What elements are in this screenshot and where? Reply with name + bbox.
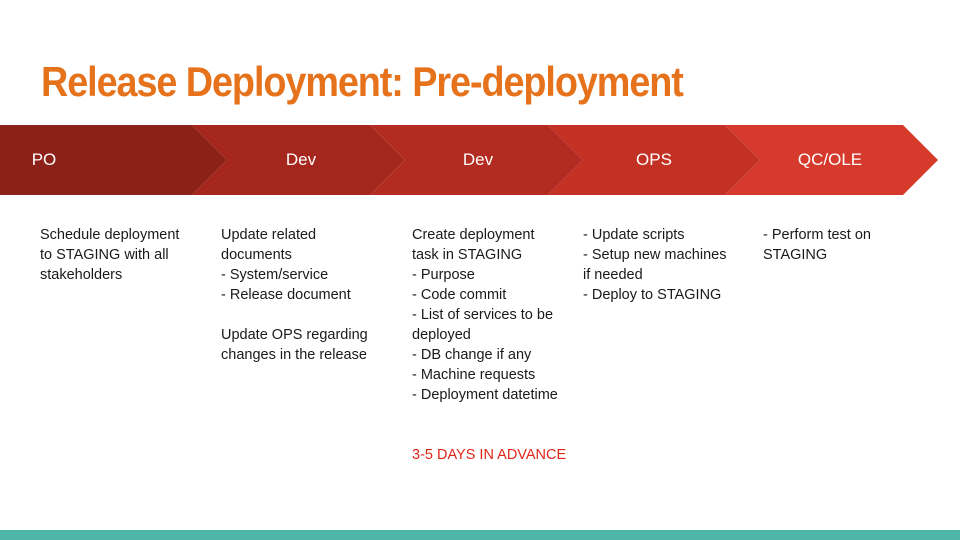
chevron-stage-3: [370, 125, 583, 195]
column-text-line: - System/service: [221, 267, 329, 283]
column-text-line: - Release document: [221, 287, 351, 303]
column-text-line: Create deployment: [412, 227, 535, 243]
stage-label-dev-2: Dev: [462, 150, 494, 169]
column-text-line: stakeholders: [40, 267, 123, 283]
process-chevrons: [0, 125, 938, 195]
chevron-stage-1: [0, 125, 227, 195]
column-text-line: STAGING: [763, 247, 828, 263]
column-text-line: Schedule deployment: [40, 227, 180, 243]
column-dev-task: Create deployment task in STAGING - Purp…: [412, 225, 566, 465]
column-text-line: Update OPS regarding: [221, 327, 368, 343]
column-text-line: - Perform test on: [763, 227, 871, 243]
column-text-line: to STAGING with all: [40, 247, 169, 263]
column-ops: - Update scripts - Setup new machines if…: [583, 225, 726, 305]
spacer: [221, 305, 368, 325]
stage-label-qc-ole: QC/OLE: [797, 150, 863, 169]
column-text-line: - Setup new machines: [583, 247, 727, 263]
column-text-line: if needed: [583, 267, 643, 283]
column-text-line: - Machine requests: [412, 367, 536, 383]
column-text-line: - List of services to be: [412, 307, 554, 323]
column-dev-docs: Update related documents - System/servic…: [221, 225, 368, 365]
column-text-line: - DB change if any: [412, 347, 532, 363]
stage-label-dev-1: Dev: [285, 150, 317, 169]
chevron-stage-5: [725, 125, 938, 195]
column-text-line: Update related: [221, 227, 317, 243]
column-text-line: - Code commit: [412, 287, 507, 303]
column-text-line: - Update scripts: [583, 227, 685, 243]
column-text-line: - Deploy to STAGING: [583, 287, 722, 303]
chevron-stage-2: [192, 125, 405, 195]
column-text-line: - Deployment datetime: [412, 387, 558, 403]
bottom-accent-bar: [0, 530, 960, 540]
column-qc-ole: - Perform test on STAGING: [763, 225, 871, 265]
column-text-line: task in STAGING: [412, 247, 523, 263]
stage-label-ops: OPS: [636, 150, 672, 169]
chevron-stage-4: [548, 125, 760, 195]
spacer: [412, 405, 566, 445]
column-text-line: deployed: [412, 327, 471, 343]
stage-label-po: PO: [31, 150, 57, 169]
slide-title: Release Deployment: Pre-deployment: [41, 58, 684, 105]
column-text-line: - Purpose: [412, 267, 475, 283]
column-po: Schedule deployment to STAGING with all …: [40, 225, 179, 285]
advance-notice: 3-5 DAYS IN ADVANCE: [412, 447, 567, 463]
column-text-line: documents: [221, 247, 292, 263]
column-text-line: changes in the release: [221, 347, 367, 363]
